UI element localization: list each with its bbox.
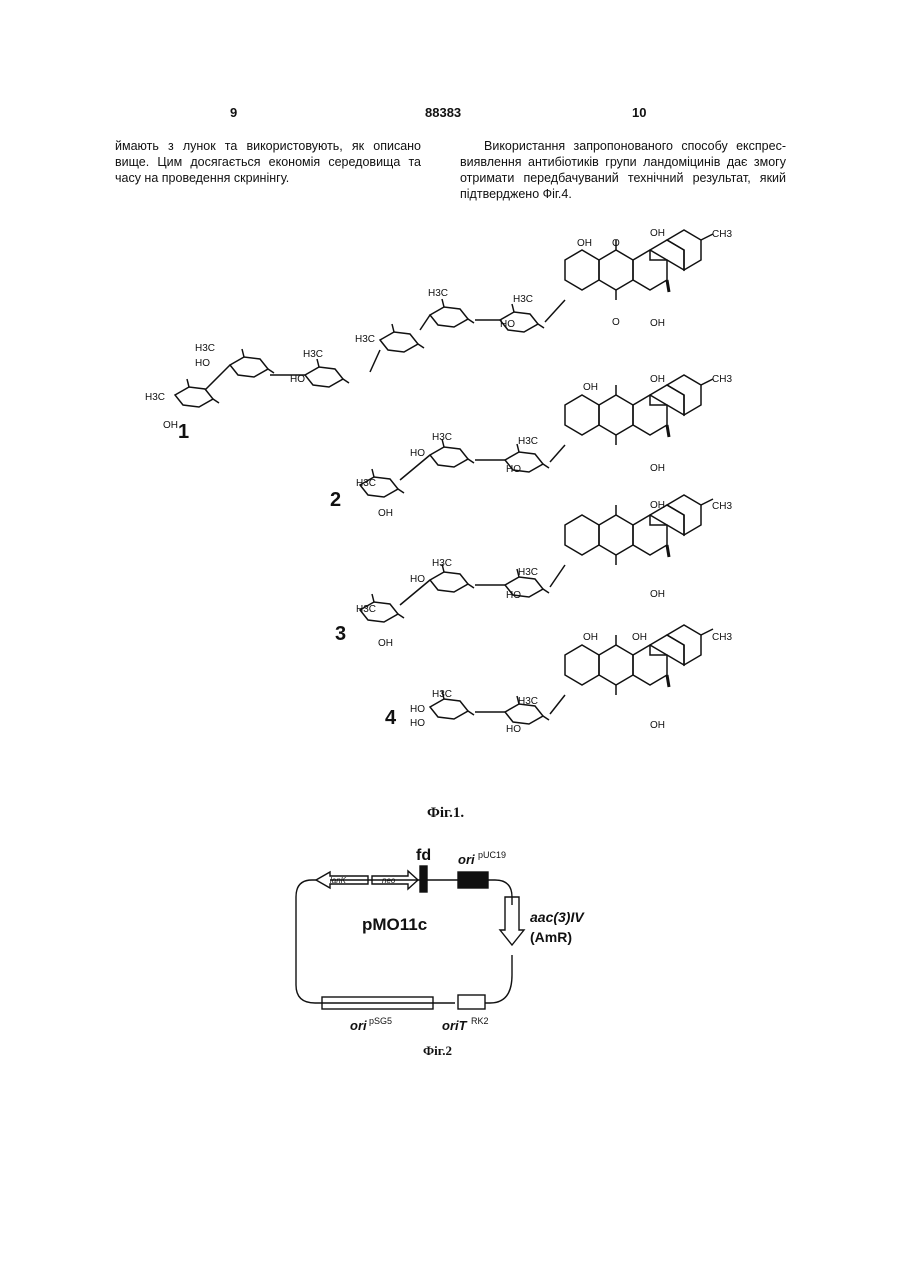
orit-label: oriT	[442, 1018, 468, 1033]
atom-label: OH	[163, 420, 178, 431]
compound-1-structure	[175, 230, 713, 407]
atom-label: CH3	[712, 632, 732, 643]
atom-label: HO	[506, 464, 521, 475]
fd-label: fd	[416, 847, 431, 864]
atom-label: OH	[577, 238, 592, 249]
ori-puc-label: ori	[458, 852, 475, 867]
atom-label: HO	[410, 704, 425, 715]
atom-label: CH3	[712, 374, 732, 385]
atom-label: OH	[650, 374, 665, 385]
compound-number: 4	[385, 707, 397, 729]
atom-label: H3C	[356, 604, 376, 615]
figure-1-caption: Фіг.1.	[427, 805, 464, 822]
aac-label: aac(3)IV	[530, 909, 585, 925]
neo-label: neo	[382, 876, 396, 885]
atom-label: HO	[290, 374, 305, 385]
atom-label: H3C	[518, 436, 538, 447]
atom-label: H3C	[145, 392, 165, 403]
compound-3-structure	[360, 495, 713, 622]
atom-label: HO	[195, 358, 210, 369]
atom-label: OH	[650, 500, 665, 511]
atom-label: OH	[378, 638, 393, 649]
atom-label: OH	[378, 508, 393, 519]
atom-label: H3C	[356, 478, 376, 489]
atom-label: OH	[650, 463, 665, 474]
atom-label: OH	[632, 632, 647, 643]
atom-label: OH	[583, 382, 598, 393]
atom-label: H3C	[432, 432, 452, 443]
compound-number: 1	[178, 421, 189, 443]
atom-label: OH	[650, 589, 665, 600]
figure-2-caption: Фіг.2	[423, 1043, 452, 1059]
atom-label: H3C	[513, 294, 533, 305]
ori-puc-superscript: pUC19	[478, 850, 506, 860]
atom-label: OH	[650, 228, 665, 239]
atom-label: H3C	[518, 696, 538, 707]
atom-label: H3C	[195, 343, 215, 354]
atom-label: CH3	[712, 229, 732, 240]
atom-label: HO	[410, 574, 425, 585]
atom-label: OH	[583, 632, 598, 643]
compound-number: 3	[335, 623, 346, 645]
atom-label: HO	[410, 718, 425, 729]
compound-number: 2	[330, 489, 341, 511]
atom-label: O	[612, 238, 620, 249]
plasmid-name: pMO11c	[362, 915, 427, 934]
fd-terminator	[420, 866, 427, 892]
atom-label: CH3	[712, 501, 732, 512]
orit-superscript: RK2	[471, 1016, 489, 1026]
atom-label: H3C	[303, 349, 323, 360]
ori-psg-superscript: pSG5	[369, 1016, 392, 1026]
ori-puc19-block	[458, 872, 488, 888]
compound-4-structure	[430, 625, 713, 724]
atom-label: OH	[650, 318, 665, 329]
atom-label: HO	[506, 590, 521, 601]
atom-label: O	[612, 317, 620, 328]
atom-label: HO	[410, 448, 425, 459]
atom-label: H3C	[432, 689, 452, 700]
atom-label: OH	[650, 720, 665, 731]
amr-label: (AmR)	[530, 929, 572, 945]
atom-label: HO	[500, 319, 515, 330]
atom-label: H3C	[428, 288, 448, 299]
orit-block	[458, 995, 485, 1009]
ori-psg-label: ori	[350, 1018, 367, 1033]
atom-label: H3C	[518, 567, 538, 578]
atom-label: H3C	[432, 558, 452, 569]
atom-label: H3C	[355, 334, 375, 345]
atom-label: HO	[506, 724, 521, 735]
lank-label: lanK	[330, 876, 347, 885]
